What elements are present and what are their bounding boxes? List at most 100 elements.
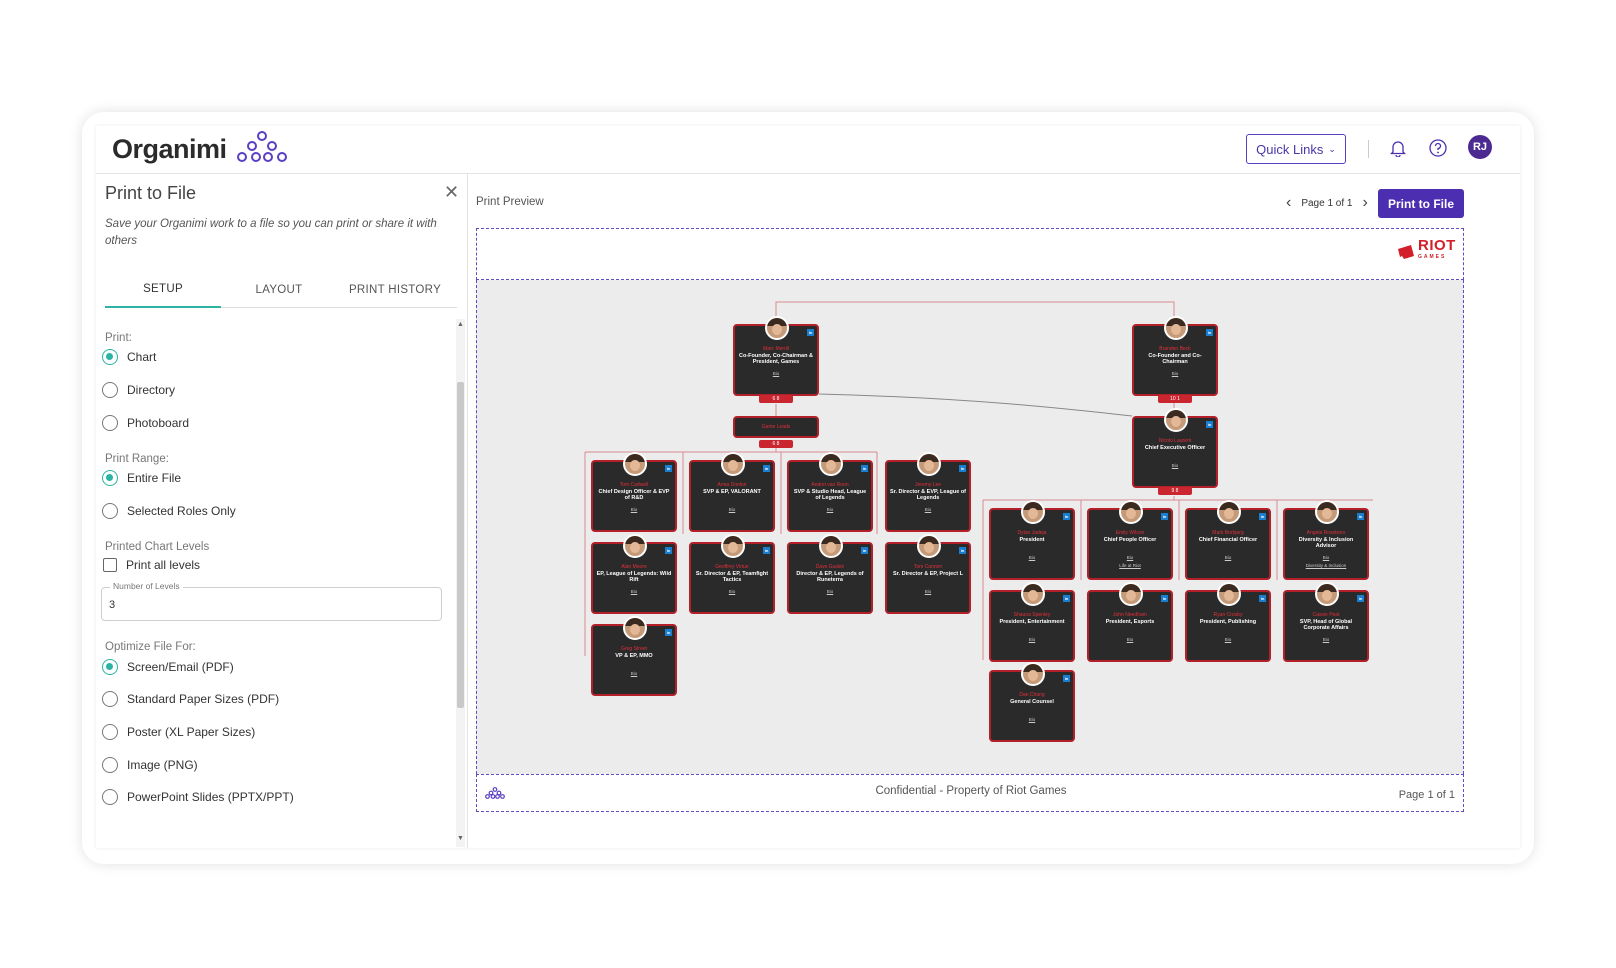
radio-button[interactable] xyxy=(102,757,118,773)
linkedin-icon[interactable]: in xyxy=(665,465,672,472)
field-value[interactable]: 3 xyxy=(109,599,116,611)
linkedin-icon[interactable]: in xyxy=(1206,329,1213,336)
radio-directory[interactable]: Directory xyxy=(102,382,175,398)
linkedin-icon[interactable]: in xyxy=(665,547,672,554)
bio-link[interactable]: Bio xyxy=(1171,371,1179,376)
bio-link[interactable]: Bio xyxy=(728,507,736,512)
bio-link[interactable]: Bio xyxy=(1028,555,1036,560)
linkedin-icon[interactable]: in xyxy=(1259,513,1266,520)
radio-poster[interactable]: Poster (XL Paper Sizes) xyxy=(102,724,255,740)
linkedin-icon[interactable]: in xyxy=(861,465,868,472)
linkedin-icon[interactable]: in xyxy=(959,465,966,472)
bio-link[interactable]: Bio xyxy=(1028,637,1036,642)
game-leads-card[interactable]: Game Leads xyxy=(733,416,819,438)
close-icon[interactable]: ✕ xyxy=(444,182,460,202)
radio-button[interactable] xyxy=(102,415,118,431)
bio-link[interactable]: Bio xyxy=(1126,637,1134,642)
bio-link[interactable]: Bio xyxy=(630,507,638,512)
tab-print-history[interactable]: PRINT HISTORY xyxy=(348,284,442,296)
radio-button[interactable] xyxy=(102,470,118,486)
linkedin-icon[interactable]: in xyxy=(1063,595,1070,602)
linkedin-icon[interactable]: in xyxy=(1161,595,1168,602)
scroll-up-icon[interactable]: ▲ xyxy=(457,321,464,328)
number-of-levels-field[interactable]: Number of Levels 3 xyxy=(101,581,442,621)
chevron-right-icon[interactable]: › xyxy=(1362,194,1368,211)
print-to-file-button[interactable]: Print to File xyxy=(1378,189,1464,218)
bio-link[interactable]: Bio xyxy=(630,589,638,594)
radio-selected-roles[interactable]: Selected Roles Only xyxy=(102,503,236,519)
linkedin-icon[interactable]: in xyxy=(763,547,770,554)
tab-layout[interactable]: LAYOUT xyxy=(255,284,303,296)
radio-button[interactable] xyxy=(102,349,118,365)
settings-scroll-area[interactable]: Print: Chart Directory Photoboard Print … xyxy=(96,319,468,847)
bio-link[interactable]: Bio xyxy=(1028,717,1036,722)
bio-link[interactable]: Bio xyxy=(826,507,834,512)
bio-link[interactable]: Bio xyxy=(630,671,638,676)
radio-standard-paper[interactable]: Standard Paper Sizes (PDF) xyxy=(102,691,279,707)
linkedin-icon[interactable]: in xyxy=(807,329,814,336)
linkedin-icon[interactable]: in xyxy=(1357,595,1364,602)
radio-image-png[interactable]: Image (PNG) xyxy=(102,757,198,773)
bio-link[interactable]: Bio xyxy=(924,507,932,512)
bio-link[interactable]: Bio xyxy=(772,371,780,376)
radio-entire-file[interactable]: Entire File xyxy=(102,470,181,486)
quick-links-button[interactable]: Quick Links ⌄ xyxy=(1246,134,1346,164)
linkedin-icon[interactable]: in xyxy=(1259,595,1266,602)
radio-button[interactable] xyxy=(102,659,118,675)
print-all-levels-checkbox[interactable]: Print all levels xyxy=(102,558,200,572)
bio-link[interactable]: Bio xyxy=(924,589,932,594)
linkedin-icon[interactable]: in xyxy=(861,547,868,554)
help-icon[interactable] xyxy=(1428,138,1448,158)
linkedin-icon[interactable]: in xyxy=(1357,513,1364,520)
linkedin-icon[interactable]: in xyxy=(1063,675,1070,682)
linkedin-icon[interactable]: in xyxy=(665,629,672,636)
bio-link[interactable]: Bio xyxy=(1224,637,1232,642)
radio-button[interactable] xyxy=(102,503,118,519)
radio-button[interactable] xyxy=(102,789,118,805)
checkbox[interactable] xyxy=(103,558,117,572)
brand-logo[interactable]: Organimi xyxy=(112,134,227,164)
radio-button[interactable] xyxy=(102,691,118,707)
linkedin-icon[interactable]: in xyxy=(1206,421,1213,428)
radio-chart[interactable]: Chart xyxy=(102,349,156,365)
extra-link[interactable]: Life at Riot xyxy=(1119,563,1141,568)
chevron-left-icon[interactable]: ‹ xyxy=(1286,194,1292,211)
scroll-down-icon[interactable]: ▼ xyxy=(457,835,464,842)
extra-link[interactable]: Diversity & Inclusion xyxy=(1305,563,1347,568)
radio-button[interactable] xyxy=(102,382,118,398)
linkedin-icon[interactable]: in xyxy=(1161,513,1168,520)
bio-link[interactable]: Bio xyxy=(1224,555,1232,560)
bio-link[interactable]: Bio xyxy=(826,589,834,594)
radio-photoboard[interactable]: Photoboard xyxy=(102,415,189,431)
tab-setup[interactable]: SETUP xyxy=(105,272,221,308)
bio-link[interactable]: Bio xyxy=(1322,555,1330,560)
radio-powerpoint[interactable]: PowerPoint Slides (PPTX/PPT) xyxy=(102,789,294,805)
linkedin-icon[interactable]: in xyxy=(1063,513,1070,520)
linkedin-icon[interactable]: in xyxy=(959,547,966,554)
bio-link[interactable]: Bio xyxy=(728,589,736,594)
radio-button[interactable] xyxy=(102,724,118,740)
linkedin-icon[interactable]: in xyxy=(763,465,770,472)
bio-link[interactable]: Bio xyxy=(1171,463,1179,468)
